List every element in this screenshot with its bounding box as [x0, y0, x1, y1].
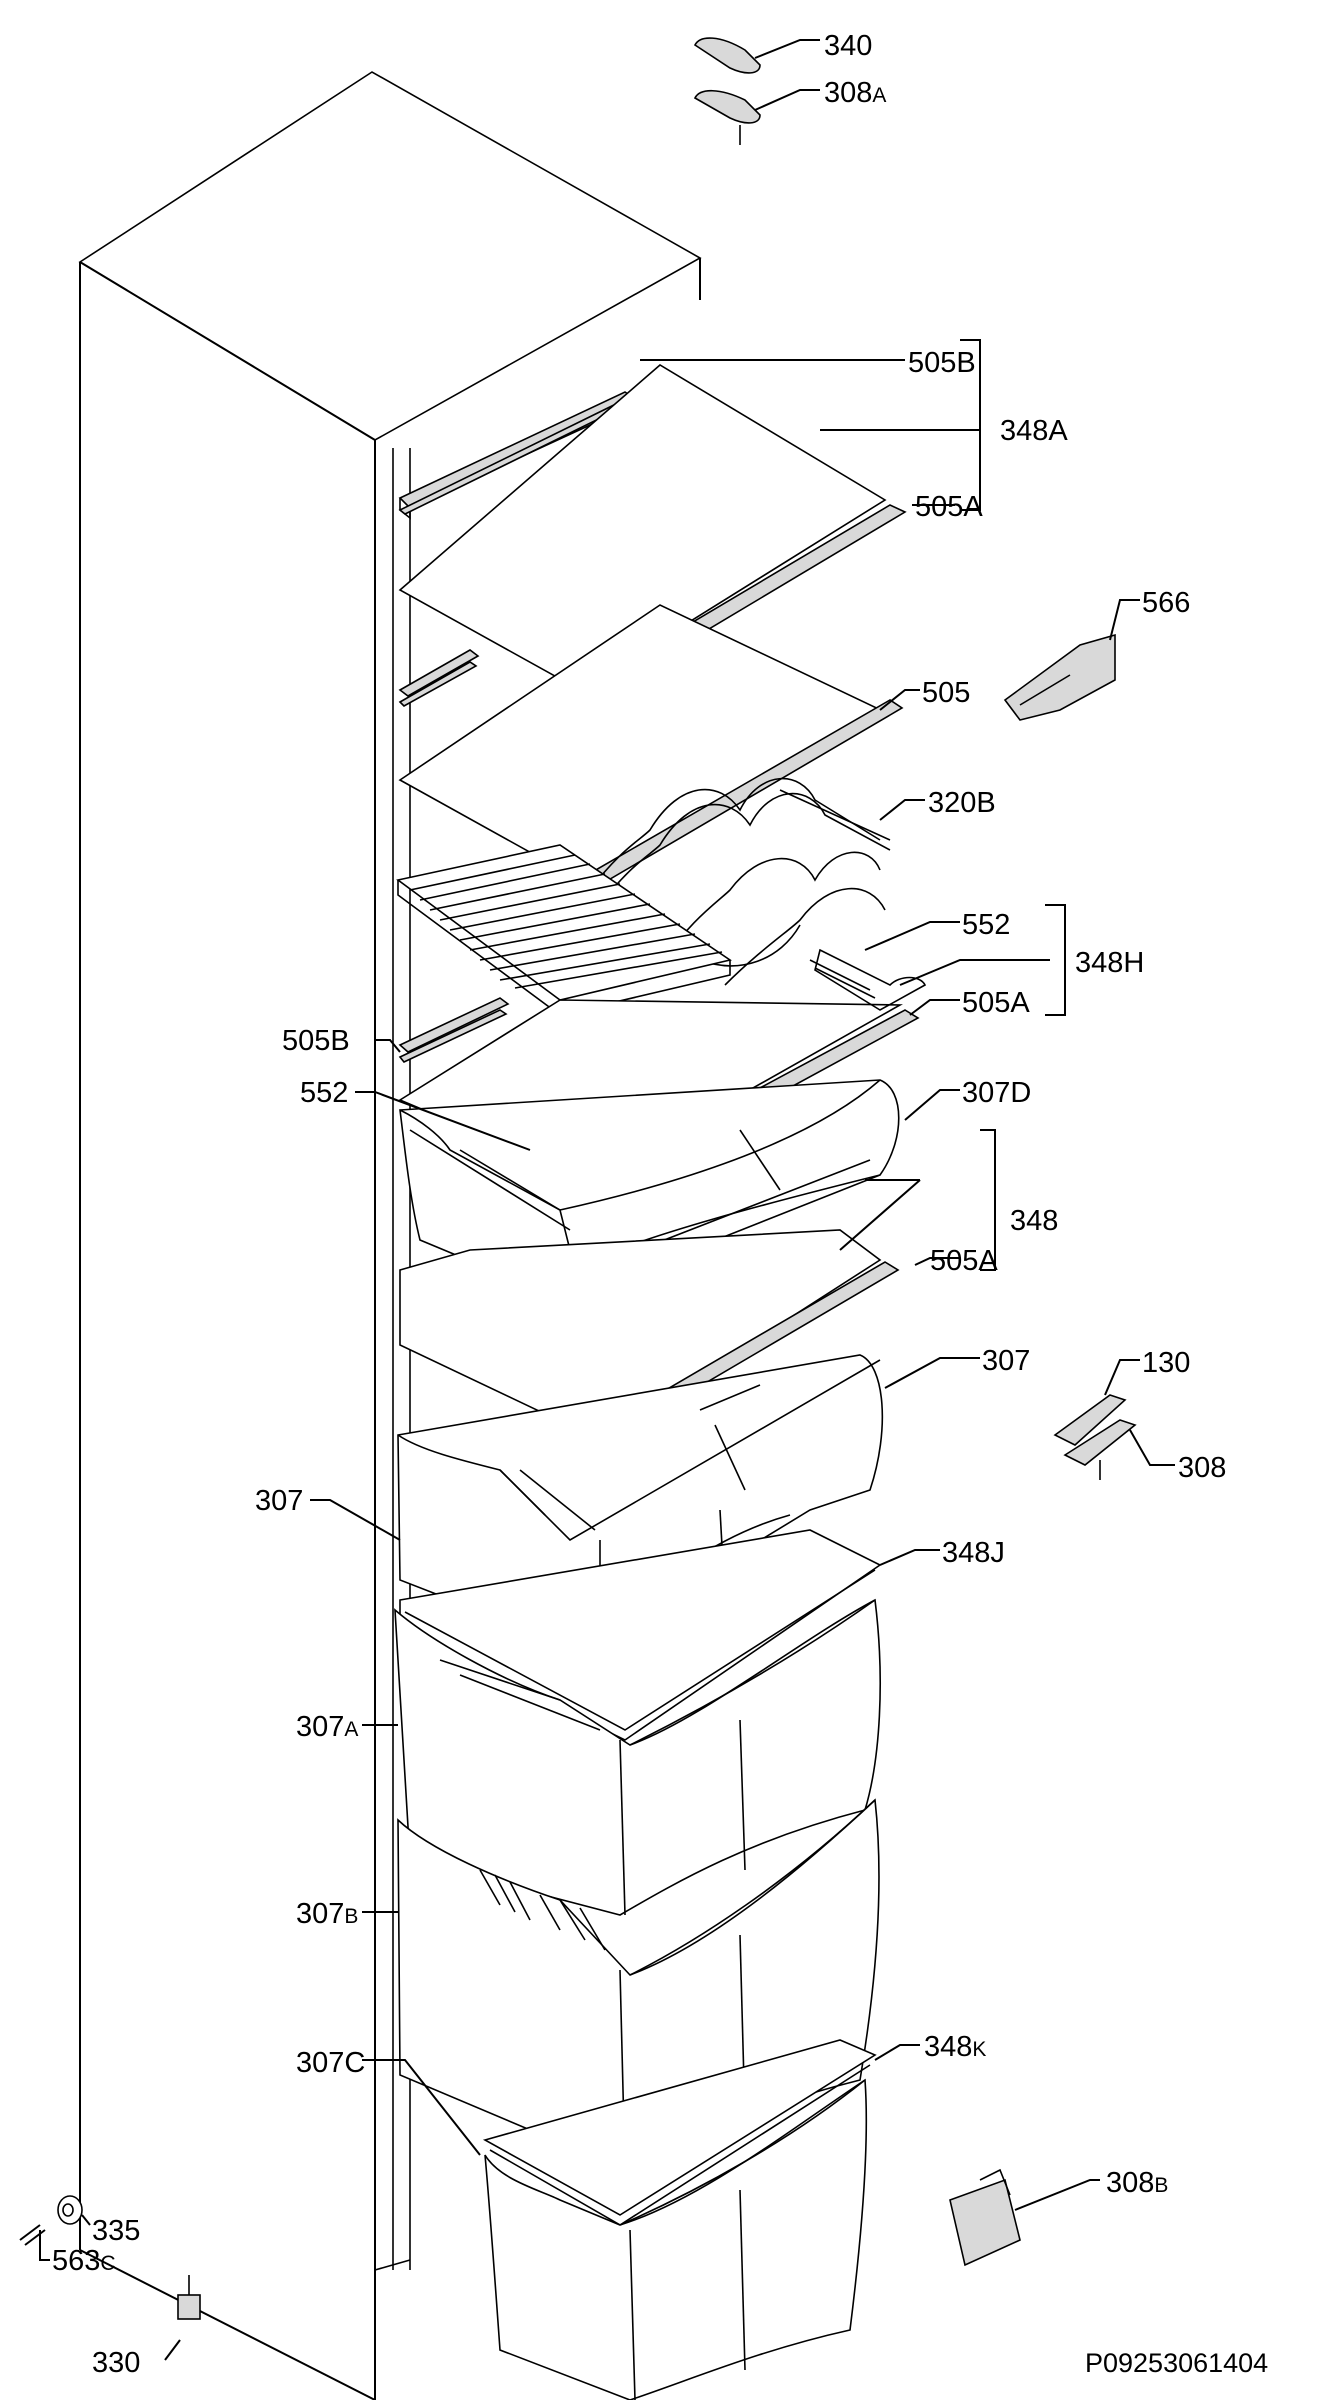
label-505b-top: 505B — [908, 347, 976, 379]
shelf-505 — [398, 604, 904, 902]
label-308: 308 — [1178, 1452, 1226, 1484]
label-308b: 308B — [1106, 2167, 1168, 2199]
diagram-reference-number: P09253061404 — [1085, 2348, 1268, 2378]
label-340: 340 — [824, 30, 872, 62]
label-348: 348 — [1010, 1205, 1058, 1237]
label-308a: 308A — [824, 77, 886, 109]
shelf-348a — [398, 364, 907, 710]
label-307b: 307B — [296, 1898, 358, 1930]
hinge-130-308 — [1053, 1394, 1137, 1480]
label-130: 130 — [1142, 1347, 1190, 1379]
label-566: 566 — [1142, 587, 1190, 619]
hinge-cover-308a — [693, 89, 761, 145]
label-307-left: 307 — [255, 1485, 303, 1517]
label-348h: 348H — [1075, 947, 1144, 979]
drawer-307a — [394, 1598, 881, 1916]
hinge-cover-340 — [693, 37, 761, 74]
bushing-335 — [57, 2195, 83, 2225]
label-320b: 320B — [928, 787, 996, 819]
label-552-left: 552 — [300, 1077, 348, 1109]
label-505a-low: 505A — [930, 1245, 998, 1277]
label-563c: 563C — [52, 2245, 116, 2277]
label-505b-left: 505B — [282, 1025, 350, 1057]
label-505a-mid: 505A — [962, 987, 1030, 1019]
label-348j: 348J — [942, 1537, 1005, 1569]
part-labels: 340 308A 505B 348A 505A 566 505 320B 552… — [52, 30, 1268, 2379]
label-307d: 307D — [962, 1077, 1031, 1109]
label-552-right: 552 — [962, 909, 1010, 941]
label-348k: 348K — [924, 2031, 986, 2063]
pin-563c — [19, 2224, 46, 2246]
leader-lines — [39, 39, 1175, 2361]
label-505a-top: 505A — [915, 491, 983, 523]
label-307c: 307C — [296, 2047, 365, 2079]
wire-grid-shelf — [396, 844, 732, 1016]
label-505: 505 — [922, 677, 970, 709]
drawer-307 — [397, 1354, 884, 1651]
wine-rack-320b — [589, 777, 891, 986]
label-307-right: 307 — [982, 1345, 1030, 1377]
bracket-566 — [1003, 633, 1116, 721]
drawer-307c — [484, 2078, 868, 2401]
label-348a: 348A — [1000, 415, 1068, 447]
label-335: 335 — [92, 2215, 140, 2247]
hinge-308b — [949, 2168, 1021, 2267]
label-307a: 307A — [296, 1711, 358, 1743]
label-330: 330 — [92, 2347, 140, 2379]
foot-330 — [177, 2275, 201, 2320]
